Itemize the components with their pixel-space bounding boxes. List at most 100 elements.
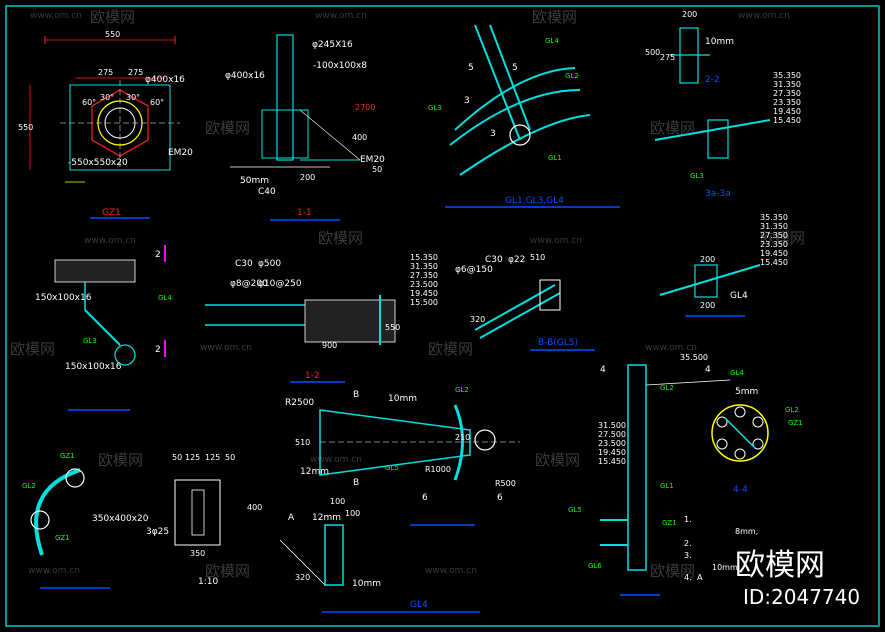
annot-text: φ500	[258, 259, 281, 269]
detail-title: 4-4	[733, 485, 748, 495]
general-notes: 1. 8mm, 2. 3. 10mm 4. A	[684, 515, 758, 582]
annot-text: C40	[258, 187, 276, 197]
annot-text: -550x550x20	[68, 158, 128, 168]
elev-text: 19.450	[773, 107, 801, 116]
elev-text: 23.350	[773, 98, 801, 107]
watermark-brand: 欧模网	[760, 229, 805, 247]
drawing-frame	[5, 5, 880, 627]
annot-text: GL4	[730, 369, 744, 377]
watermark-brand: 欧模网	[428, 340, 473, 358]
section-mark: 4	[600, 365, 606, 375]
annot-text: 150x100x16	[35, 293, 92, 303]
watermark-brand: 欧模网	[532, 8, 577, 26]
annot-text: 10mm	[388, 394, 417, 404]
annot-text: GL2	[785, 406, 799, 414]
section-mark: B	[353, 478, 359, 488]
detail-section-gl4: 35.350 31.350 27.350 23.350 19.450 15.45…	[659, 213, 788, 317]
elev-text: 23.500	[598, 439, 626, 448]
annot-text: GL2	[22, 482, 36, 490]
dim-text: 50	[225, 453, 235, 462]
annot-text: GL4	[158, 294, 172, 302]
dim-text: R500	[495, 479, 516, 488]
dim-text: 550	[105, 30, 120, 39]
dim-text: 200	[682, 10, 697, 19]
annot-text: GL2	[565, 72, 579, 80]
note-line: 3.	[684, 551, 692, 560]
dim-text: 400	[247, 503, 262, 512]
annot-text: C30	[235, 259, 253, 269]
annot-text: φ6@150	[455, 265, 493, 275]
note-line: 4.	[684, 573, 692, 582]
section-mark: 2	[155, 345, 161, 355]
annot-text: 350x400x20	[92, 514, 149, 524]
annot-text: EM20	[168, 148, 193, 158]
elev-text: 15.450	[773, 116, 801, 125]
annot-text: GL1	[660, 482, 674, 490]
annot-text: GL2	[660, 384, 674, 392]
annot-text: 3φ25	[146, 527, 169, 537]
annot-text: φ400x16	[225, 71, 265, 81]
annot-text: GL1	[548, 154, 562, 162]
annot-text: φ10@250	[258, 279, 302, 289]
annot-text: φ400x16	[145, 75, 185, 85]
dim-text: 550	[385, 323, 400, 332]
detail-arc-beam: GZ1 GL2 GZ1	[22, 452, 110, 589]
annot-text: GL6	[588, 562, 602, 570]
watermark-brand: 欧模网	[205, 119, 250, 137]
dim-text: 400	[352, 133, 367, 142]
note-line: 10mm	[712, 563, 738, 572]
watermark-url: www.om.cn	[645, 343, 697, 353]
elev-text: 35.350	[760, 213, 788, 222]
annot-text: GL2	[455, 386, 469, 394]
annot-text: GZ1	[662, 519, 677, 527]
annot-text: GL4	[730, 291, 748, 301]
annot-text: GL3	[428, 104, 442, 112]
detail-section-b: C30 φ22 φ6@150 510 320 B-B(GL5)	[455, 253, 595, 351]
elev-text: 19.450	[598, 448, 626, 457]
annot-text: EM20	[360, 155, 385, 165]
detail-title: 1-1	[297, 208, 312, 218]
dim-text: 510	[530, 253, 545, 262]
annot-text: A	[288, 513, 295, 523]
section-mark: B	[353, 390, 359, 400]
dim-text: 60°	[82, 98, 96, 107]
elev-text: 27.350	[773, 89, 801, 98]
annot-text: C30	[485, 255, 503, 265]
detail-title: GL1,GL3,GL4	[505, 196, 564, 206]
dim-text: 30°	[126, 93, 140, 102]
dim-text: 100	[345, 509, 360, 518]
watermark-brand: 欧模网	[318, 229, 363, 247]
annot-text: GZ1	[55, 534, 70, 542]
dim-text: 5	[512, 63, 518, 73]
watermark-url: www.om.cn	[738, 11, 790, 21]
detail-title: 3a-3a	[705, 189, 731, 199]
elev-text: 23.500	[410, 280, 438, 289]
section-mark: 2	[155, 250, 161, 260]
annot-text: 150x100x16	[65, 362, 122, 372]
dim-text: 275	[660, 53, 675, 62]
watermark-url: www.om.cn	[200, 343, 252, 353]
site-logo: 欧模网 ID:2047740	[735, 548, 860, 609]
dim-text: 200	[300, 173, 315, 182]
note-line: A	[697, 573, 703, 582]
elev-text: 15.450	[760, 258, 788, 267]
dim-text: 125	[185, 453, 200, 462]
detail-gz1-plan: 550 275 275 30° 30° 60° 60° 550 φ400x16 …	[18, 30, 193, 219]
annot-text: 2700	[355, 103, 375, 112]
elev-text: 35.350	[773, 71, 801, 80]
watermark-brand: 欧模网	[10, 340, 55, 358]
detail-title: B-B(GL5)	[538, 338, 578, 348]
annot-text: 12mm	[312, 513, 341, 523]
detail-title: 1:10	[198, 577, 218, 587]
watermark-brand: 欧模网	[90, 8, 135, 26]
dim-text: 500	[645, 48, 660, 57]
watermark-brand: 欧模网	[98, 451, 143, 469]
detail-section-a: 100 100 320 A 12mm 10mm GL4	[279, 497, 480, 613]
section-mark: 4	[705, 365, 711, 375]
elev-text: 27.350	[410, 271, 438, 280]
detail-beam-section: 150x100x16 150x100x16 GL4 GL3 2 2	[35, 245, 172, 411]
elev-text: 31.350	[773, 80, 801, 89]
annot-text: 10mm	[352, 579, 381, 589]
annot-text: φ8@200	[230, 279, 268, 289]
